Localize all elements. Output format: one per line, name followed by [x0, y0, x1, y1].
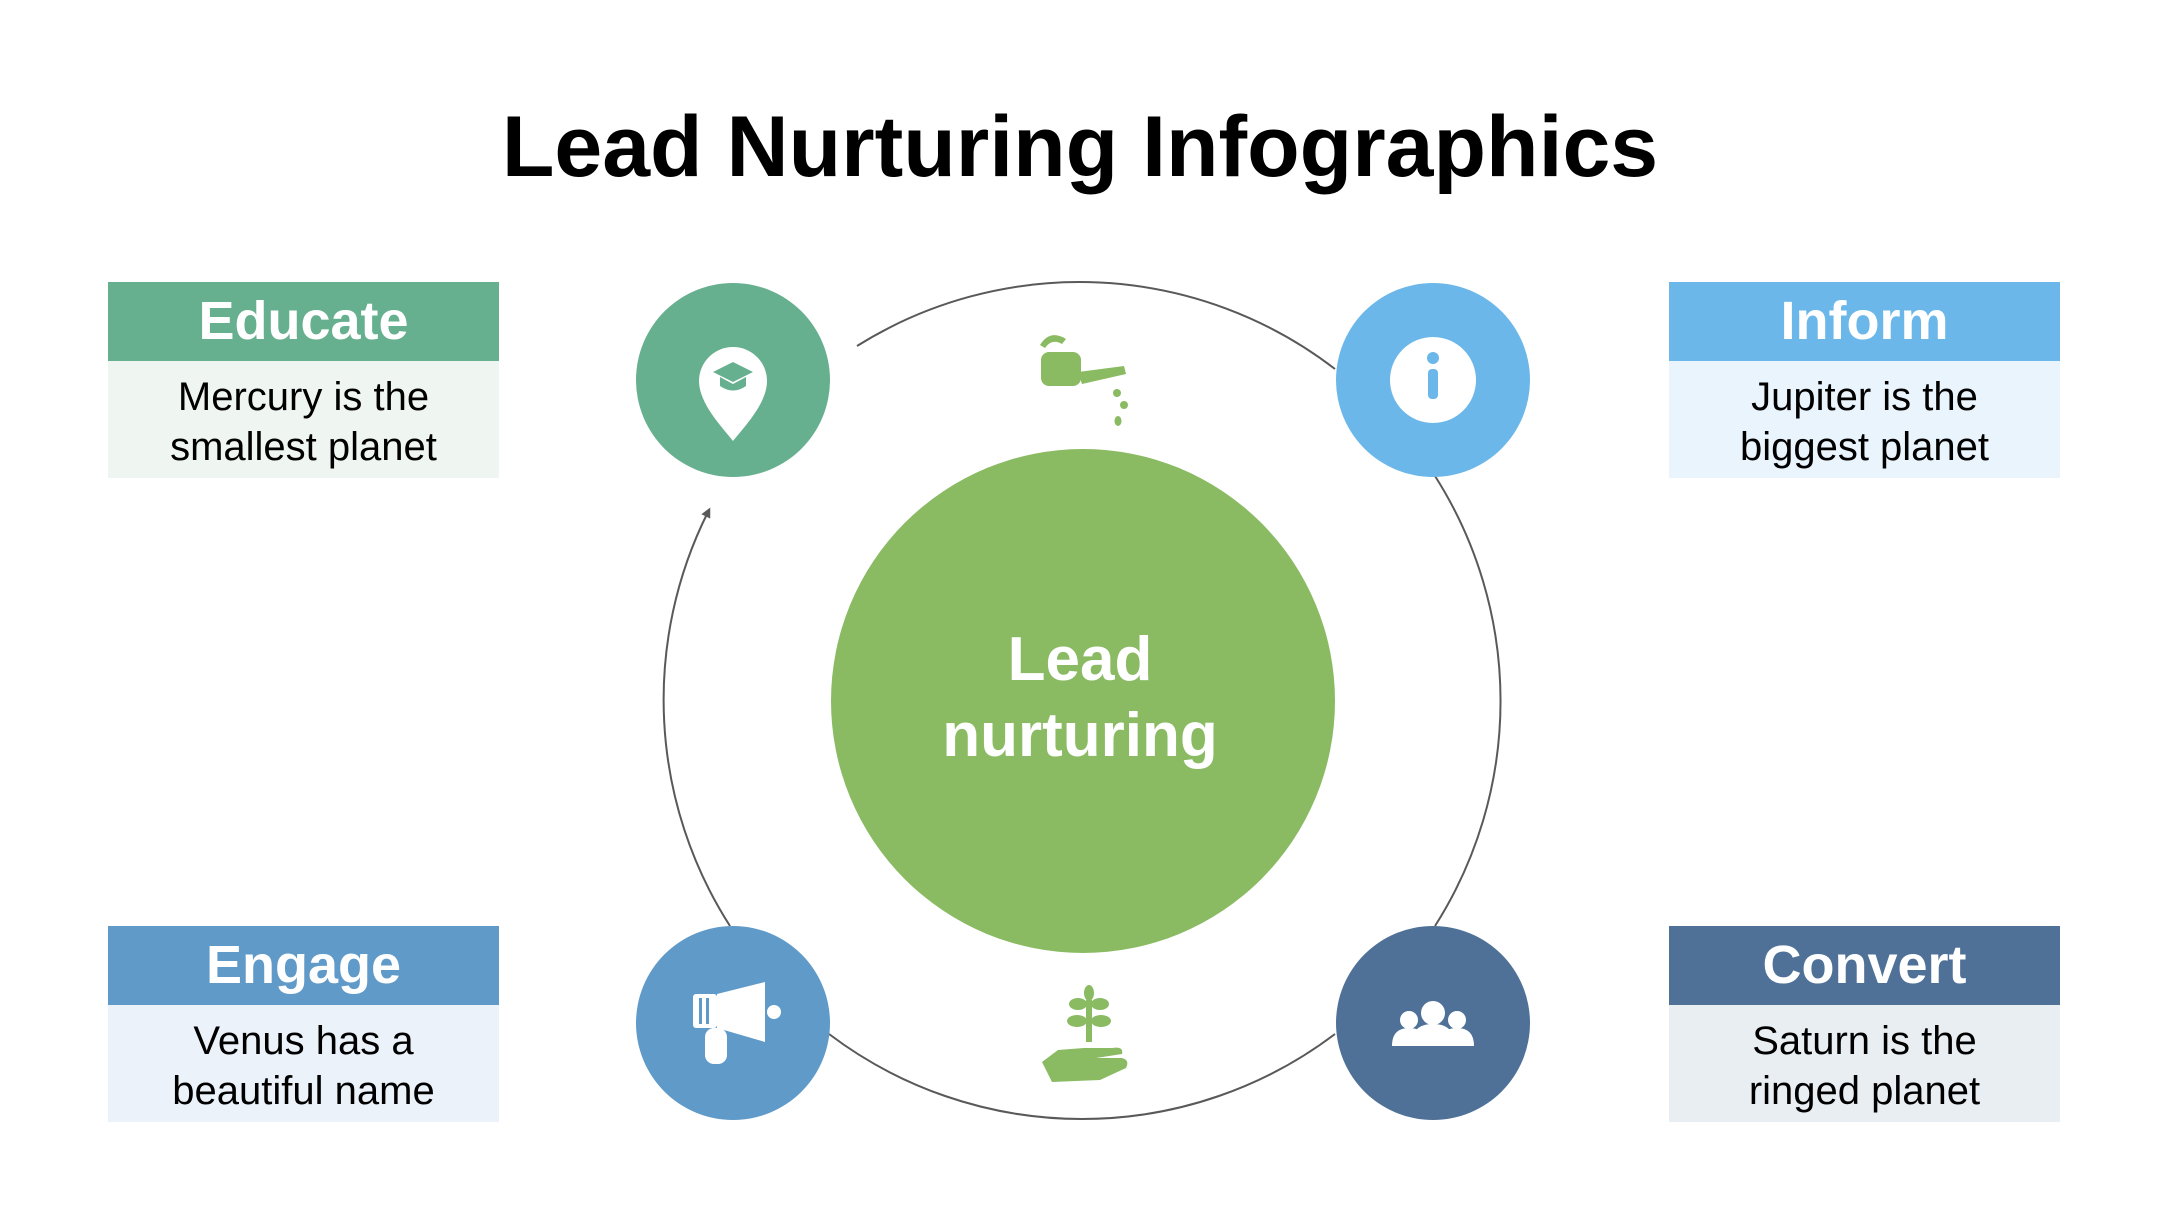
inform-card: Inform Jupiter is the biggest planet — [1669, 282, 2060, 478]
location-graduation-cap-icon — [699, 347, 767, 441]
card-title: Convert — [1669, 926, 2060, 1005]
card-description-line: biggest planet — [1739, 425, 1990, 469]
engage-card: Engage Venus has a beautiful name — [108, 926, 499, 1122]
center-circle — [831, 449, 1335, 953]
cycle-ring-top — [856, 281, 1336, 370]
convert-node — [1336, 926, 1530, 1120]
card-description: Mercury is the smallest planet — [108, 361, 499, 478]
card-title: Engage — [108, 926, 499, 1005]
card-description-line: Mercury is the — [177, 375, 430, 419]
cycle-ring-bottom — [828, 1033, 1336, 1121]
convert-card: Convert Saturn is the ringed planet — [1669, 926, 2060, 1122]
card-description-line: beautiful name — [172, 1069, 435, 1113]
educate-node — [636, 283, 830, 477]
group-icon — [1392, 1001, 1474, 1046]
card-description-line: Saturn is the — [1752, 1019, 1977, 1063]
megaphone-icon — [693, 982, 781, 1064]
card-description: Jupiter is the biggest planet — [1669, 361, 2060, 478]
center-label: Lead nurturing — [830, 622, 1330, 774]
card-title: Inform — [1669, 282, 2060, 361]
educate-card: Educate Mercury is the smallest planet — [108, 282, 499, 478]
card-description: Saturn is the ringed planet — [1669, 1005, 2060, 1122]
card-description-line: Jupiter is the — [1751, 375, 1978, 419]
center-label-line2: nurturing — [942, 701, 1218, 770]
card-description-line: smallest planet — [170, 425, 437, 469]
card-title: Educate — [108, 282, 499, 361]
plant-in-hand-icon — [1042, 985, 1128, 1082]
card-description-line: Venus has a — [193, 1019, 414, 1063]
center-label-line1: Lead — [1007, 625, 1153, 694]
card-description: Venus has a beautiful name — [108, 1005, 499, 1122]
cycle-ring-right — [1434, 475, 1502, 927]
engage-node — [636, 926, 830, 1120]
info-icon — [1390, 337, 1476, 423]
card-description-line: ringed planet — [1748, 1069, 1981, 1113]
inform-node — [1336, 283, 1530, 477]
cycle-ring-left-arrow — [662, 507, 731, 927]
page-title: Lead Nurturing Infographics — [501, 99, 1659, 195]
watering-can-icon — [1040, 335, 1128, 426]
